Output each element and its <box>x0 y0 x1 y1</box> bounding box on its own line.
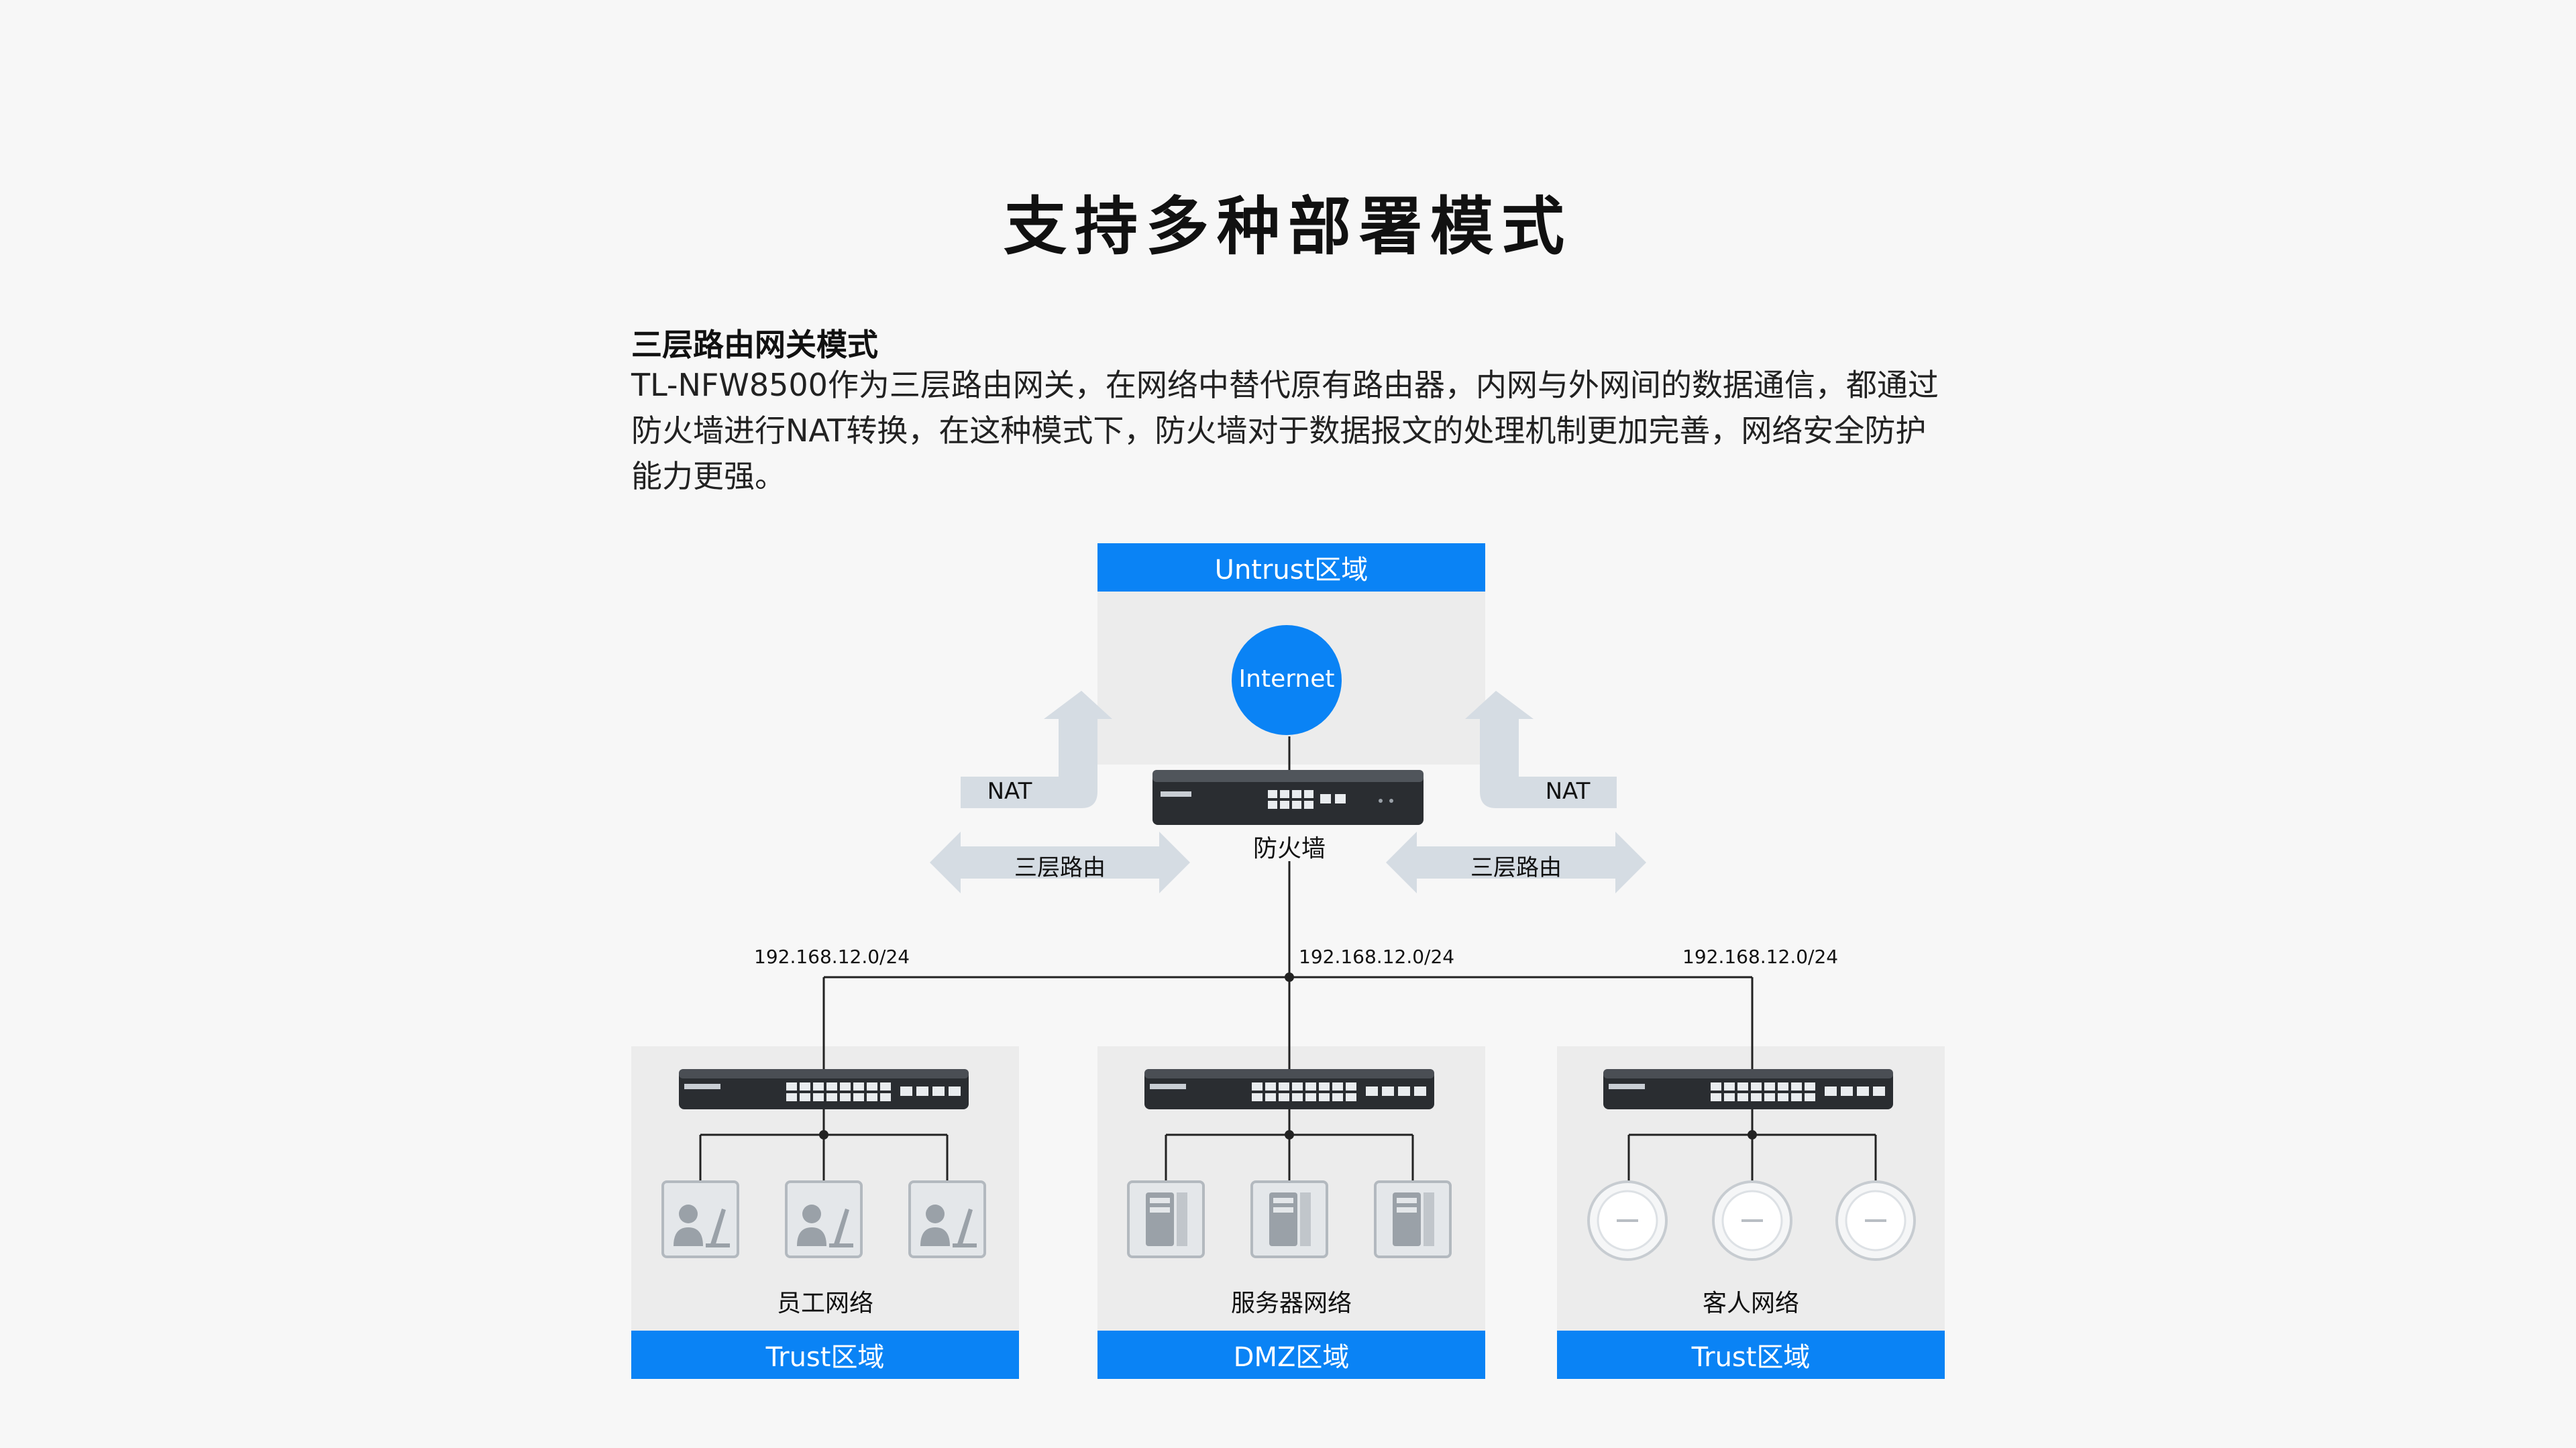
staff-network-label: 员工网络 <box>776 1290 873 1317</box>
firewall-label: 防火墙 <box>1252 835 1326 862</box>
mode-description: TL-NFW8500作为三层路由网关，在网络中替代原有路由器，内网与外网间的数据… <box>631 367 1939 494</box>
server-icon <box>1127 1180 1205 1258</box>
user-pc-icon <box>785 1180 863 1258</box>
access-point-icon <box>1587 1180 1668 1261</box>
server-icon <box>1250 1180 1328 1258</box>
subnet-label: 192.168.12.0/24 <box>754 946 910 968</box>
staff-switch <box>679 1069 969 1109</box>
server-network-label: 服务器网络 <box>1230 1290 1352 1317</box>
subnet-label: 192.168.12.0/24 <box>1299 946 1455 968</box>
routing-arrow-left <box>930 832 1190 893</box>
guest-switch <box>1603 1069 1893 1109</box>
nat-arrow-right-body <box>1465 691 1617 808</box>
page-title: 支持多种部署模式 <box>1003 190 1572 264</box>
user-pc-icon <box>908 1180 986 1258</box>
dmz-switch <box>1144 1069 1434 1109</box>
routing-label-right: 三层路由 <box>1470 854 1562 881</box>
guest-network-label: 客人网络 <box>1702 1290 1799 1317</box>
access-point-icon <box>1712 1180 1792 1261</box>
subnet-label: 192.168.12.0/24 <box>1682 946 1839 968</box>
routing-label-left: 三层路由 <box>1014 854 1106 881</box>
nat-label-right: NAT <box>1545 778 1591 805</box>
user-pc-icon <box>661 1180 739 1258</box>
server-icon <box>1374 1180 1452 1258</box>
internet-node <box>1232 625 1342 735</box>
nat-label-left: NAT <box>987 778 1032 805</box>
dmz-zone-bar: DMZ区域 <box>1097 1331 1485 1379</box>
staff-zone-bar: Trust区域 <box>631 1331 1019 1379</box>
nat-arrow-left-body <box>961 691 1112 808</box>
firewall-device <box>1152 770 1424 825</box>
internet-label: Internet <box>1238 665 1335 693</box>
mode-heading: 三层路由网关模式 <box>631 327 878 363</box>
untrust-zone-bar: Untrust区域 <box>1097 543 1485 592</box>
guest-zone-bar: Trust区域 <box>1557 1331 1945 1379</box>
routing-arrow-right <box>1386 832 1646 893</box>
access-point-icon <box>1835 1180 1916 1261</box>
